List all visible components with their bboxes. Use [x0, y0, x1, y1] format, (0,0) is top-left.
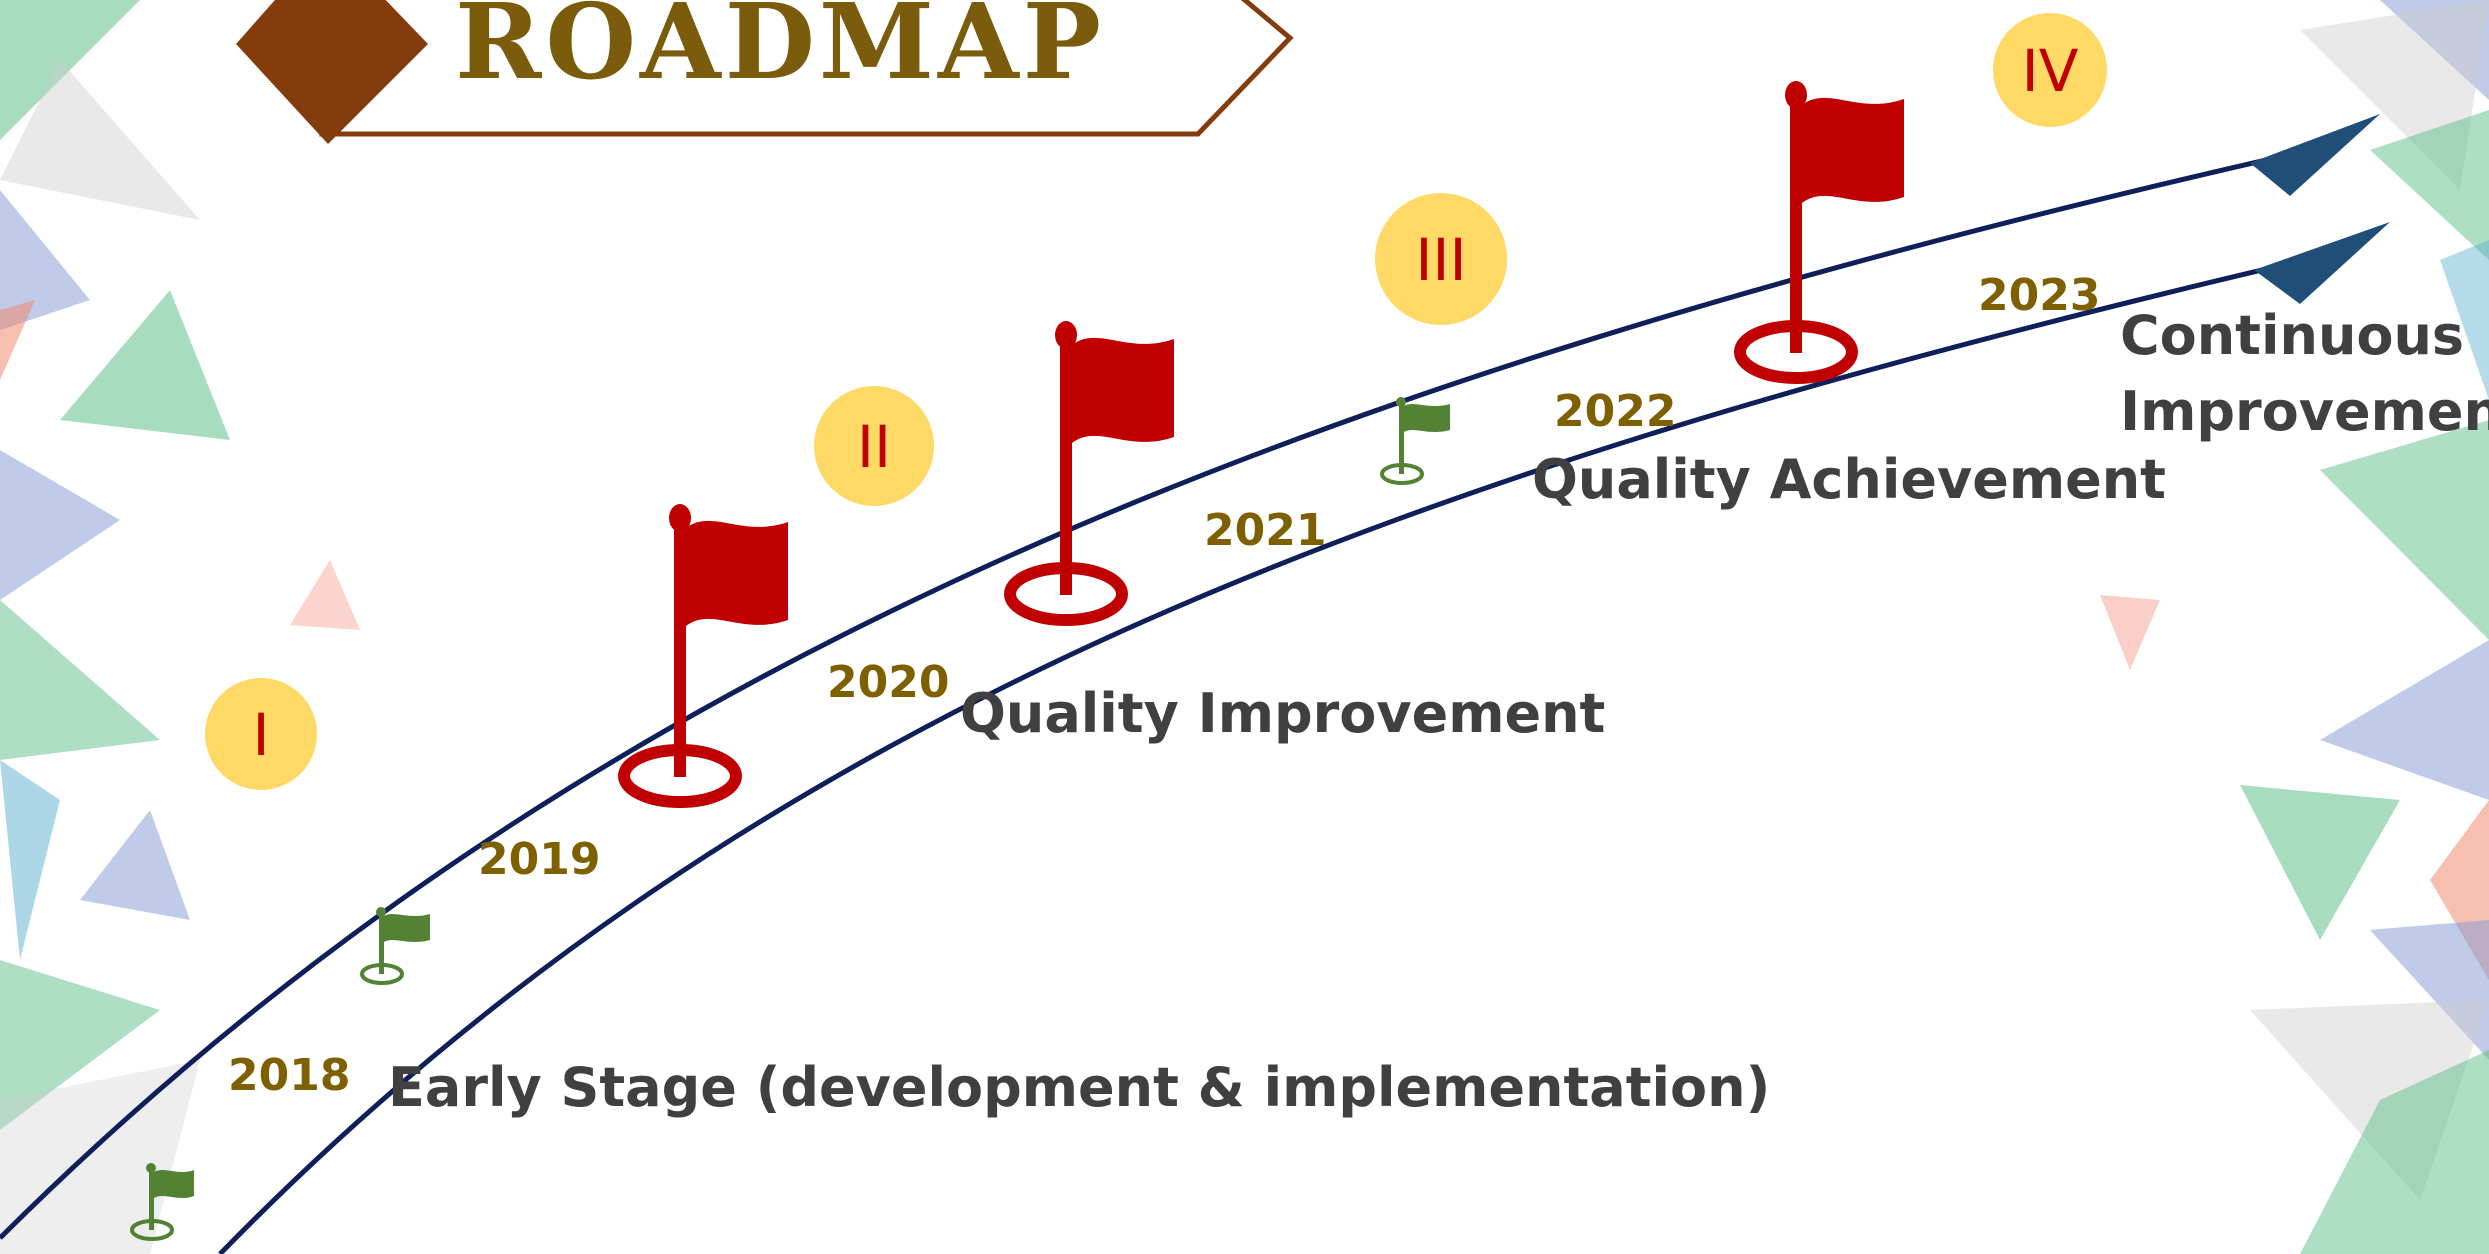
road-line-upper	[0, 151, 2293, 1240]
green-flag-icon	[130, 1163, 194, 1241]
phase-numeral: I	[252, 701, 269, 769]
title-diamond	[236, 0, 428, 144]
stage-label-quality-achievement: Quality Achievement	[1532, 448, 2166, 511]
phase-numeral: III	[1415, 226, 1466, 294]
phase-badge-1: I	[205, 678, 317, 790]
page-title: ROADMAP	[455, 0, 1105, 103]
year-label-2019: 2019	[478, 834, 600, 885]
green-flag-icon	[360, 907, 430, 985]
year-label-2021: 2021	[1204, 505, 1326, 556]
phase-numeral: II	[857, 413, 891, 481]
stage-label-continuous-line2: Improvement	[2120, 380, 2489, 443]
title-banner: ROADMAP	[236, 0, 1294, 144]
green-flag-icon	[1380, 397, 1450, 485]
roadmap-road	[0, 114, 2390, 1254]
red-flag-icon	[618, 504, 788, 808]
road-line-lower	[218, 259, 2297, 1254]
year-label-2023: 2023	[1978, 270, 2100, 321]
phase-badge-4: IV	[1993, 13, 2107, 127]
stage-label-early: Early Stage (development & implementatio…	[388, 1056, 1770, 1119]
phase-badge-2: II	[814, 386, 934, 506]
arrow-head-upper	[2250, 114, 2380, 196]
phase-badge-3: III	[1375, 193, 1507, 325]
stage-label-continuous-line1: Continuous	[2120, 304, 2464, 367]
arrow-head-lower	[2254, 222, 2390, 304]
red-flag-icon	[1734, 81, 1904, 384]
year-label-2022: 2022	[1554, 386, 1676, 437]
year-label-2020: 2020	[827, 657, 949, 708]
red-flag-icon	[1004, 321, 1174, 626]
year-label-2018: 2018	[228, 1050, 350, 1101]
stage-label-quality-improvement: Quality Improvement	[960, 682, 1605, 745]
phase-numeral: IV	[2022, 37, 2079, 105]
